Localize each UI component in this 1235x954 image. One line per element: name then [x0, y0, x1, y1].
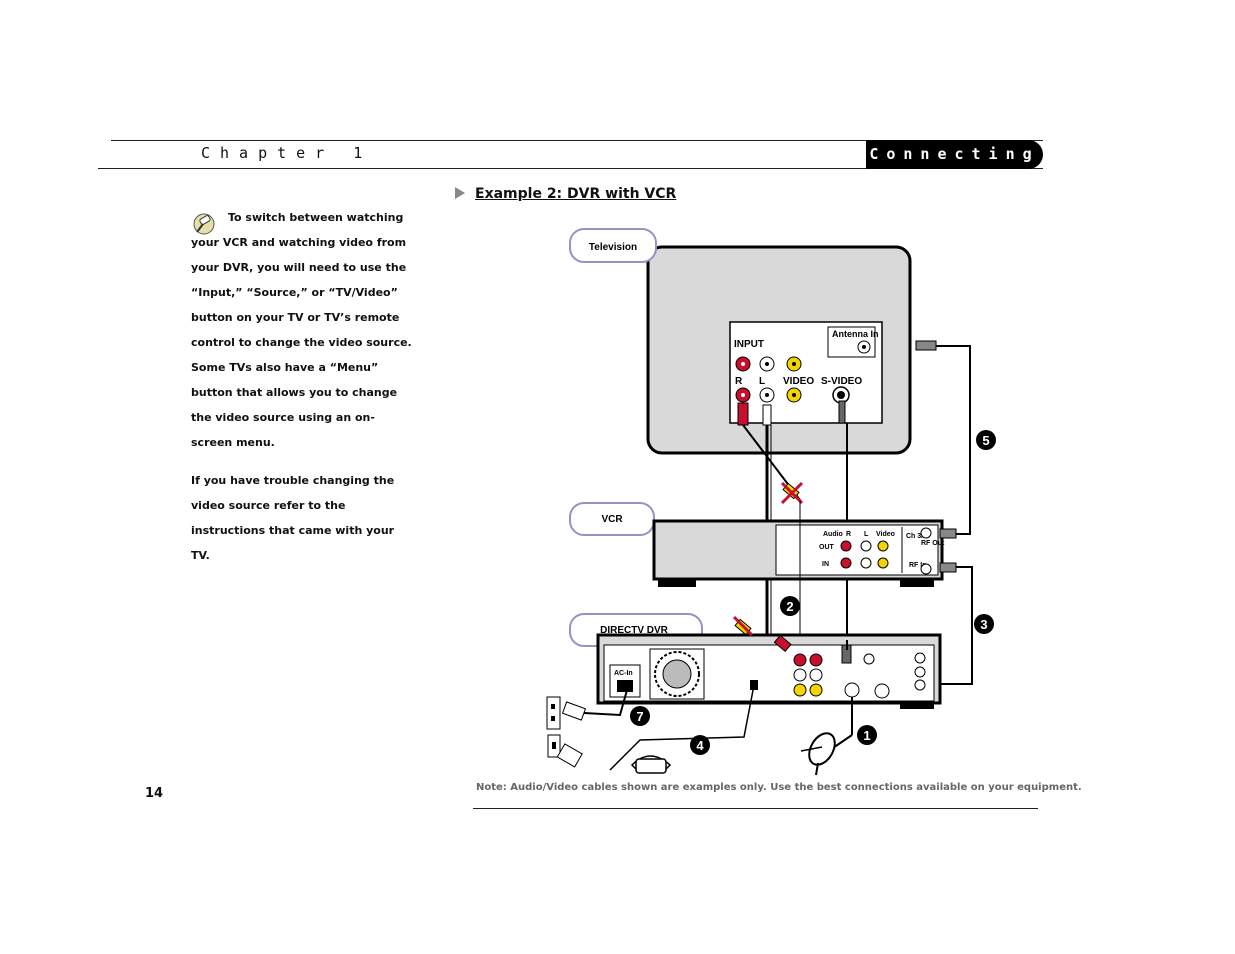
sidebar-tip: To switch between watching your VCR and …	[191, 205, 416, 581]
power-outlet-icon	[546, 696, 587, 730]
header-top-rule	[111, 140, 1043, 141]
tv-antenna-label: Antenna In	[832, 329, 879, 339]
svg-text:4: 4	[696, 738, 704, 753]
svg-text:5: 5	[982, 433, 989, 448]
tip-paragraph-1: To switch between watching your VCR and …	[191, 211, 412, 449]
section-tab: Connecting	[866, 140, 1043, 169]
svg-text:7: 7	[636, 709, 643, 724]
tip-icon	[193, 213, 215, 235]
step-5-badge	[690, 735, 710, 755]
vcr-audio-label: Audio	[823, 531, 843, 538]
tv-video-label: VIDEO	[783, 376, 814, 387]
footnote: Note: Audio/Video cables shown are examp…	[476, 782, 1082, 793]
step-7-badge	[630, 706, 650, 726]
tv-label-pill	[569, 228, 657, 263]
vcr-label: VCR	[601, 514, 623, 525]
header-bottom-rule	[98, 168, 1043, 169]
tv-svideo-label: S-VIDEO	[821, 376, 862, 387]
svg-text:1: 1	[863, 728, 870, 743]
crossed-yellow-plug-icon	[780, 481, 804, 505]
svg-text:L: L	[864, 531, 869, 538]
tv-label: Television	[589, 242, 637, 253]
svg-text:RF In: RF In	[909, 562, 927, 569]
svg-text:OUT: OUT	[819, 544, 835, 551]
page-number: 14	[145, 786, 164, 801]
tv-l-label: L	[759, 376, 765, 387]
dvr-label: DIRECTV DVR	[600, 625, 669, 636]
dvr-ac-in-label: AC-In	[614, 670, 633, 677]
crossed-yellow-plug-dvr-icon	[732, 615, 754, 637]
svg-text:2: 2	[786, 599, 793, 614]
step-1-badge	[857, 725, 877, 745]
vcr-rear-panel	[775, 524, 939, 576]
tv-input-label: INPUT	[734, 339, 764, 350]
example-title: Example 2: DVR with VCR	[455, 186, 676, 202]
svg-text:RF Out: RF Out	[921, 540, 945, 547]
svg-text:R: R	[846, 531, 851, 538]
example-title-text: Example 2: DVR with VCR	[475, 186, 677, 202]
footer-rule	[473, 808, 1038, 809]
vcr-label-pill	[569, 502, 655, 536]
satellite-dish-icon	[800, 732, 836, 776]
svg-text:Ch 3/4: Ch 3/4	[906, 533, 927, 540]
step-3-badge	[974, 614, 994, 634]
phone-wall-jack-icon	[547, 734, 583, 768]
step-2-badge	[780, 596, 800, 616]
svg-text:Video: Video	[876, 531, 895, 538]
svg-text:IN: IN	[822, 561, 829, 568]
svg-text:3: 3	[980, 617, 987, 632]
tv-r-label: R	[735, 376, 743, 387]
triangle-arrow-icon	[455, 187, 465, 199]
step-4-badge	[976, 430, 996, 450]
red-plug-tv	[737, 402, 749, 426]
connection-diagram: Television INPUT Antenna In R L VIDEO S-…	[546, 228, 996, 776]
telephone-icon	[630, 755, 672, 774]
chapter-heading: Chapter 1	[201, 144, 373, 162]
tip-paragraph-2: If you have trouble changing the video s…	[191, 474, 395, 562]
